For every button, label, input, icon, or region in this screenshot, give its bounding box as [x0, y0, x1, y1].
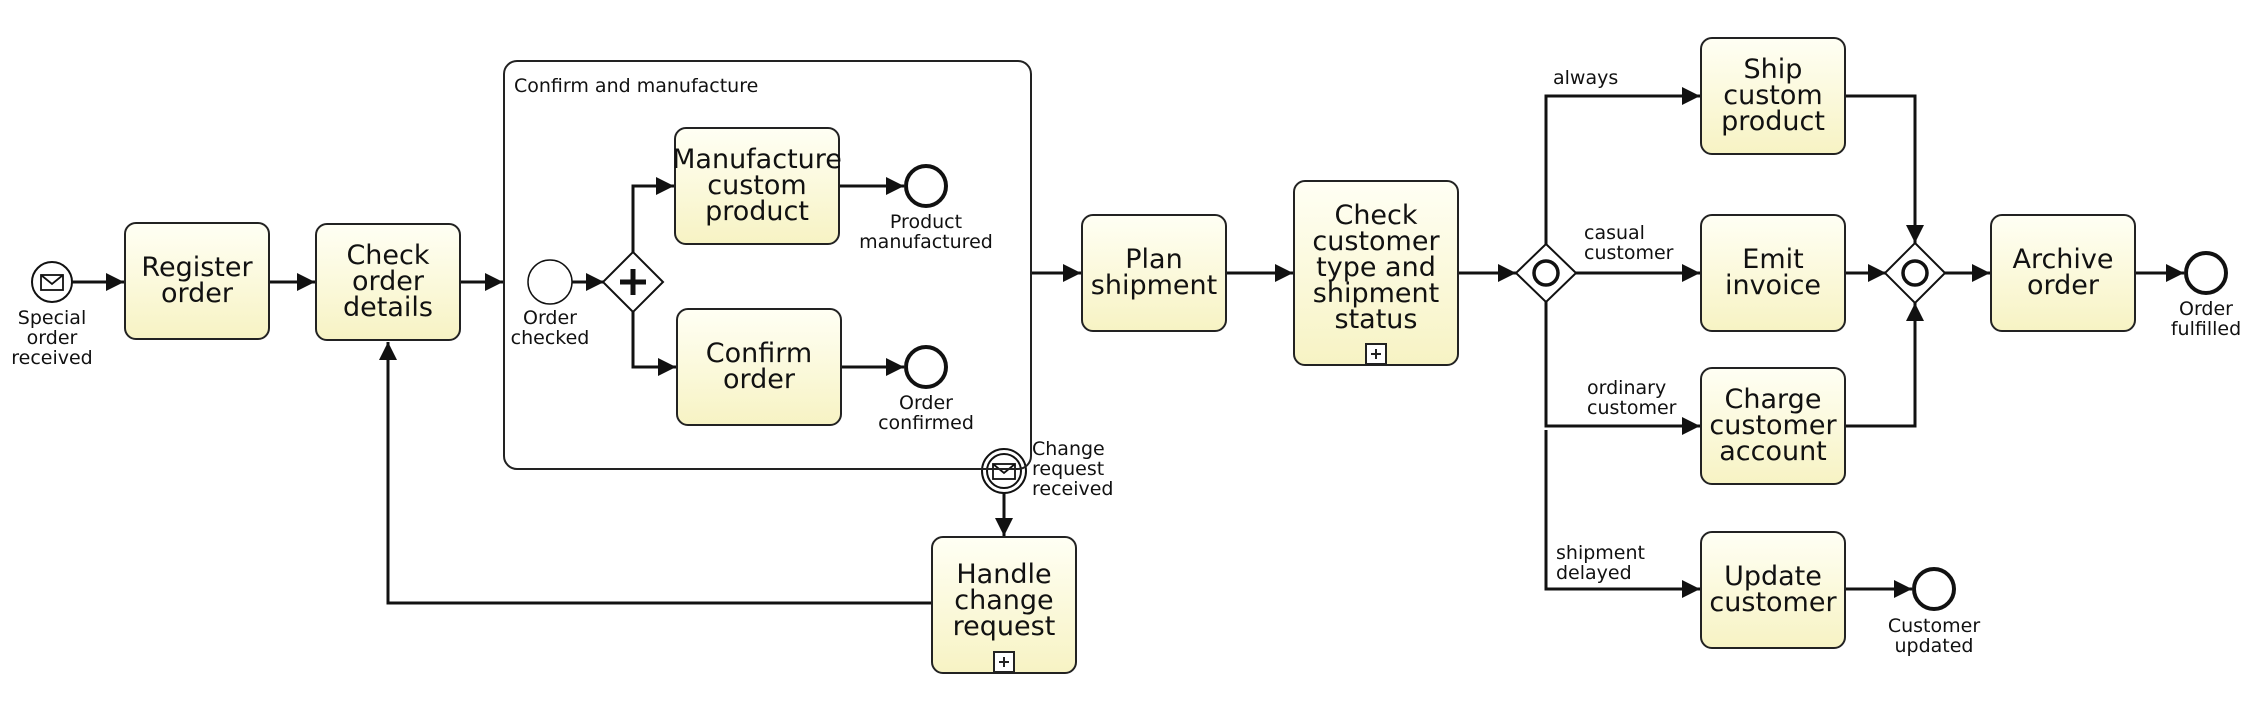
event-label-order-checked: Order checked — [510, 307, 590, 349]
flow-handle-to-check — [379, 342, 931, 605]
parallel-gateway — [601, 250, 665, 314]
task-charge-customer-account[interactable]: Charge customer account — [1700, 367, 1846, 485]
task-label: Charge customer account — [1709, 384, 1837, 467]
flow-label-always: always — [1553, 67, 1619, 89]
event-label-order-confirmed: Order confirmed — [878, 392, 974, 434]
task-label: Ship custom product — [1721, 54, 1825, 137]
task-update-customer[interactable]: Update customer — [1700, 531, 1846, 649]
subprocess-title: Confirm and manufacture — [514, 75, 759, 97]
end-event-product-manufactured — [904, 164, 948, 208]
task-emit-invoice[interactable]: Emit invoice — [1700, 214, 1846, 332]
task-label: Update customer — [1709, 561, 1837, 618]
flow-gateway-to-manufacture — [631, 177, 674, 252]
task-ship-custom-product[interactable]: Ship custom product — [1700, 37, 1846, 155]
task-register-order[interactable]: Register order — [124, 222, 270, 340]
task-label: Register order — [141, 252, 253, 309]
task-check-order-details[interactable]: Check order details — [315, 223, 461, 341]
task-label: Handle change request — [952, 559, 1056, 642]
task-archive-order[interactable]: Archive order — [1990, 214, 2136, 332]
task-label: Emit invoice — [1724, 244, 1822, 301]
task-label: Manufacture custom product — [672, 144, 842, 227]
end-event-order-confirmed — [904, 345, 948, 389]
inclusive-gateway-merge — [1883, 241, 1947, 305]
event-label-product-manufactured: Product manufactured — [859, 211, 993, 253]
task-label: Confirm order — [705, 338, 813, 395]
subprocess-confirm-and-manufacture[interactable] — [503, 60, 1032, 470]
end-event-order-fulfilled — [2184, 251, 2228, 295]
boundary-event-change-request — [981, 448, 1027, 494]
flow-label-ordinary-customer: ordinary customer — [1587, 377, 1677, 419]
flow-ship-to-merge — [1846, 94, 1924, 243]
event-label-change-request-received: Change request received — [1032, 438, 1114, 500]
task-handle-change-request[interactable]: Handle change request — [931, 536, 1077, 674]
task-label: Check order details — [343, 240, 433, 323]
flow-shipment-delayed — [1544, 430, 1700, 598]
event-label-order-fulfilled: Order fulfilled — [2170, 298, 2242, 340]
task-confirm-order[interactable]: Confirm order — [676, 308, 842, 426]
task-plan-shipment[interactable]: Plan shipment — [1081, 214, 1227, 332]
start-event-special-order — [31, 261, 73, 303]
task-manufacture-custom-product[interactable]: Manufacture custom product — [672, 127, 842, 245]
inclusive-gateway-split — [1514, 242, 1578, 304]
task-check-customer-type[interactable]: Check customer type and shipment status — [1293, 180, 1459, 366]
end-event-customer-updated — [1912, 567, 1956, 611]
flow-charge-to-merge — [1846, 303, 1924, 428]
flow-gateway-to-confirm — [631, 312, 676, 376]
flow-always — [1544, 87, 1700, 244]
task-label: Plan shipment — [1090, 244, 1218, 301]
subprocess-marker-icon — [993, 651, 1015, 673]
flow-ordinary-customer — [1544, 302, 1700, 435]
flow-label-shipment-delayed: shipment delayed — [1556, 542, 1645, 584]
subprocess-marker-icon — [1365, 343, 1387, 365]
task-label: Archive order — [2012, 244, 2114, 301]
task-label: Check customer type and shipment status — [1312, 200, 1440, 335]
event-label-special-order-received: Special order received — [11, 307, 93, 369]
event-label-customer-updated: Customer updated — [1887, 615, 1981, 657]
start-event-order-checked — [527, 259, 573, 305]
flow-label-casual-customer: casual customer — [1584, 222, 1674, 264]
